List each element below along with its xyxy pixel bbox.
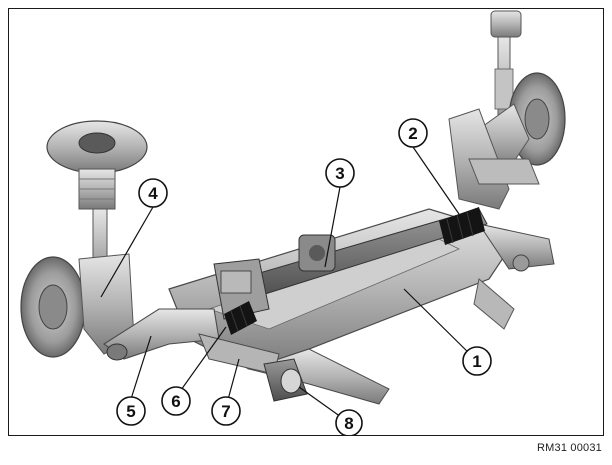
leader-line-6 [175, 326, 227, 398]
callout-5-number: 5 [126, 402, 135, 421]
right-steering-boot [439, 207, 485, 245]
callout-6: 6 [161, 386, 191, 416]
front-axle-illustration: 1 2 3 4 5 6 7 8 [20, 10, 566, 435]
callout-3-number: 3 [335, 164, 344, 183]
callout-1: 1 [462, 346, 492, 376]
leader-line-3 [324, 186, 341, 268]
callout-3: 3 [325, 158, 355, 188]
callout-7: 7 [211, 396, 241, 426]
hydraulic-mount [263, 358, 308, 402]
callout-8: 8 [335, 409, 363, 435]
left-strut [46, 120, 148, 290]
leader-lines [100, 146, 478, 418]
callout-4-number: 4 [148, 184, 158, 203]
callout-8-number: 8 [344, 414, 353, 433]
leader-line-4 [100, 206, 154, 298]
callout-5: 5 [116, 396, 146, 426]
diagram-frame: 1 2 3 4 5 6 7 8 [8, 8, 604, 436]
figure-code: RM31 00031 [537, 442, 602, 454]
callout-1-number: 1 [472, 352, 481, 371]
callout-4: 4 [138, 178, 168, 208]
leader-line-8 [298, 386, 342, 418]
callout-2: 2 [398, 118, 428, 148]
callout-6-number: 6 [171, 392, 180, 411]
callout-2-number: 2 [408, 124, 417, 143]
right-control-arm [448, 108, 540, 210]
steering-gear [213, 208, 488, 320]
leader-line-1 [403, 288, 478, 362]
left-brake-disc [20, 253, 135, 358]
callout-7-number: 7 [221, 402, 230, 421]
left-wishbone [103, 308, 280, 375]
leader-line-2 [412, 146, 460, 215]
leader-line-5 [130, 335, 152, 400]
left-steering-boot [224, 301, 257, 335]
